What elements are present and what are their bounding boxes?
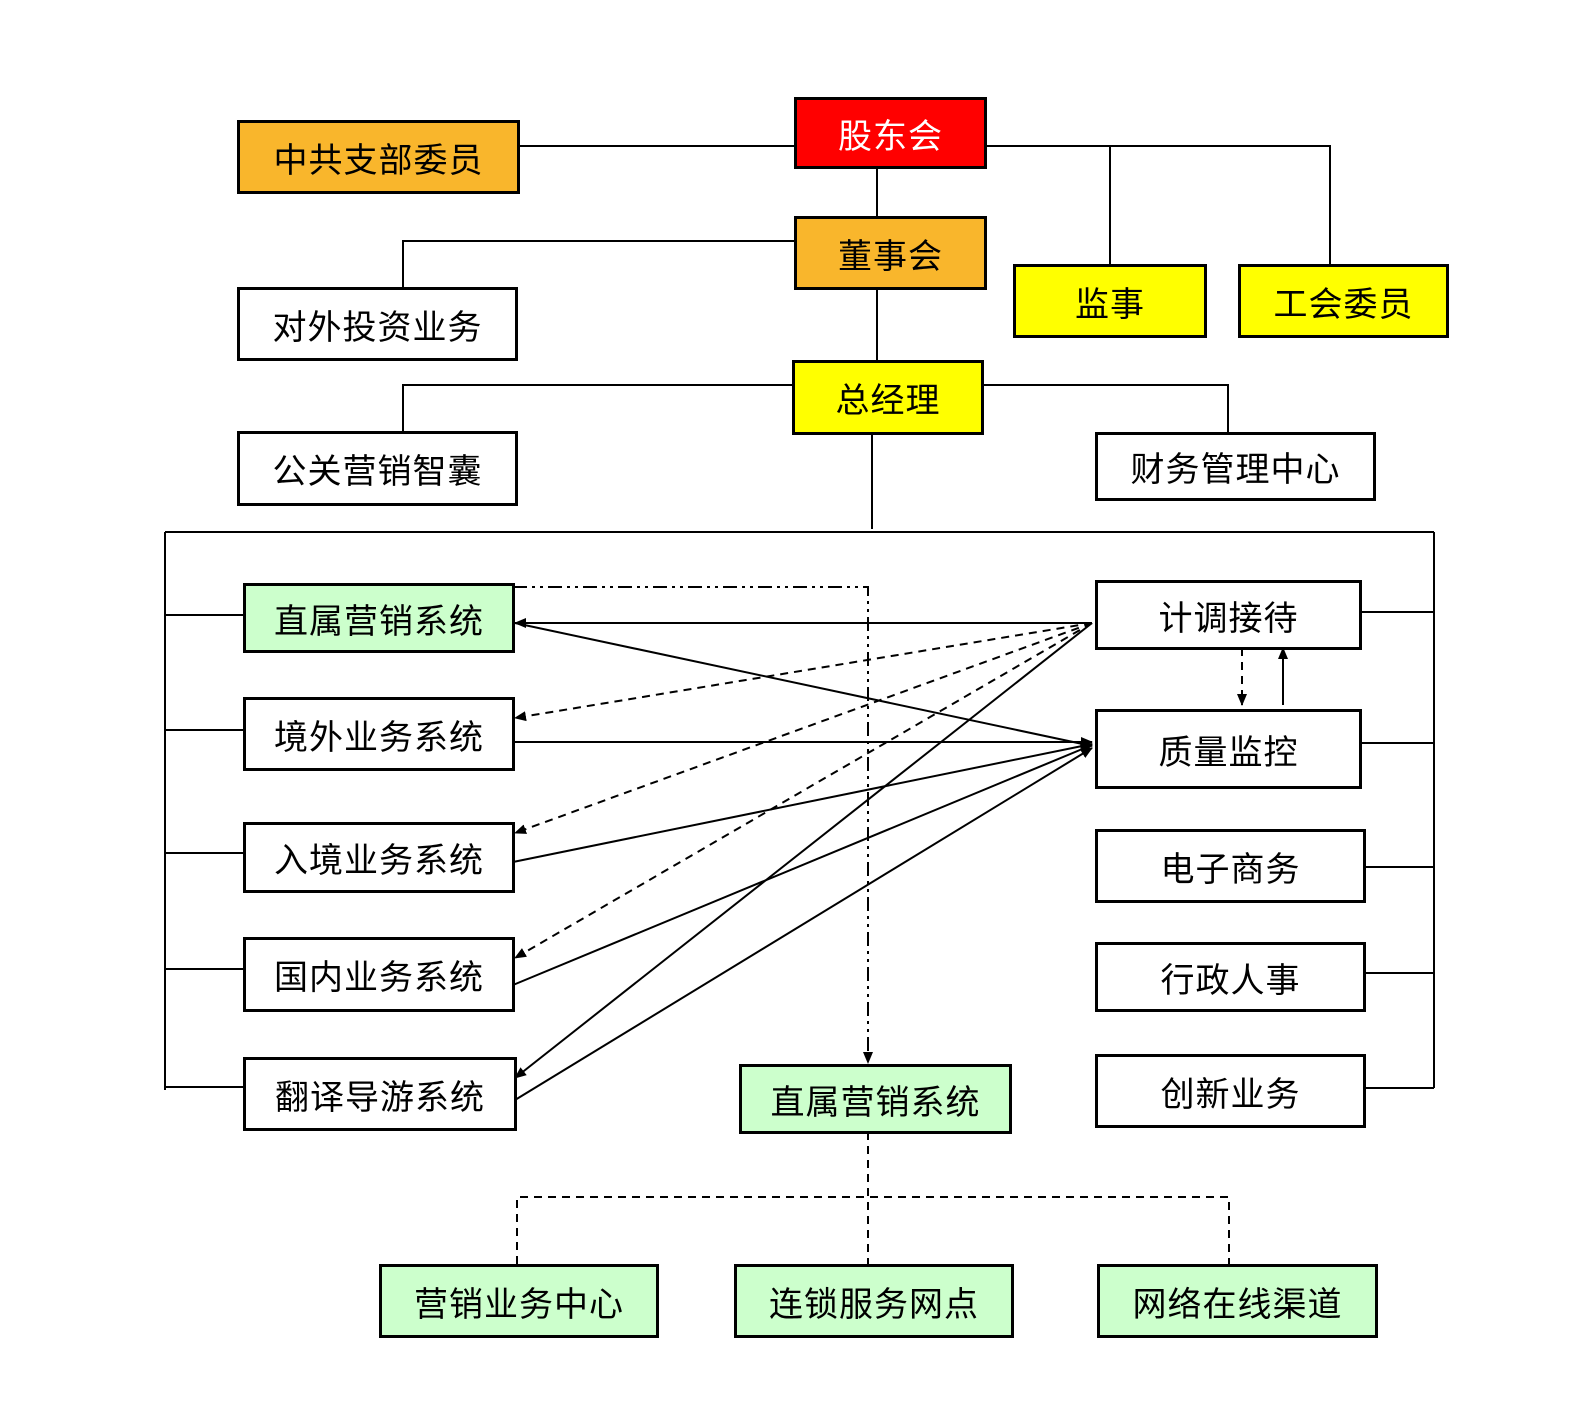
node-inbound-business: 入境业务系统 [243, 822, 515, 893]
node-pr-think-tank: 公关营销智囊 [237, 431, 518, 506]
link-shareholders-union [987, 145, 1331, 265]
link-gm-pr [402, 384, 792, 432]
link-gm-finance [982, 384, 1229, 432]
node-ecommerce: 电子商务 [1095, 829, 1366, 903]
node-party-branch: 中共支部委员 [237, 120, 520, 194]
node-innovation: 创新业务 [1095, 1054, 1366, 1128]
node-direct-marketing-center: 直属营销系统 [739, 1064, 1012, 1134]
node-online-channel: 网络在线渠道 [1097, 1264, 1378, 1338]
node-finance-center: 财务管理中心 [1095, 432, 1376, 501]
link-board-investment [402, 240, 794, 288]
node-reception: 计调接待 [1095, 580, 1362, 650]
node-union: 工会委员 [1238, 264, 1449, 338]
node-quality-monitor: 质量监控 [1095, 709, 1362, 789]
node-overseas-business: 境外业务系统 [243, 697, 515, 771]
node-direct-marketing: 直属营销系统 [243, 583, 515, 653]
node-foreign-investment: 对外投资业务 [237, 287, 518, 361]
node-chain-outlets: 连锁服务网点 [734, 1264, 1014, 1338]
node-board: 董事会 [794, 216, 987, 290]
node-shareholders: 股东会 [794, 97, 987, 169]
node-general-manager: 总经理 [792, 360, 984, 435]
node-supervisor: 监事 [1013, 264, 1207, 338]
node-domestic-business: 国内业务系统 [243, 937, 515, 1012]
node-marketing-center: 营销业务中心 [379, 1264, 659, 1338]
node-admin-hr: 行政人事 [1095, 942, 1366, 1012]
node-translation-guide: 翻译导游系统 [243, 1057, 517, 1131]
